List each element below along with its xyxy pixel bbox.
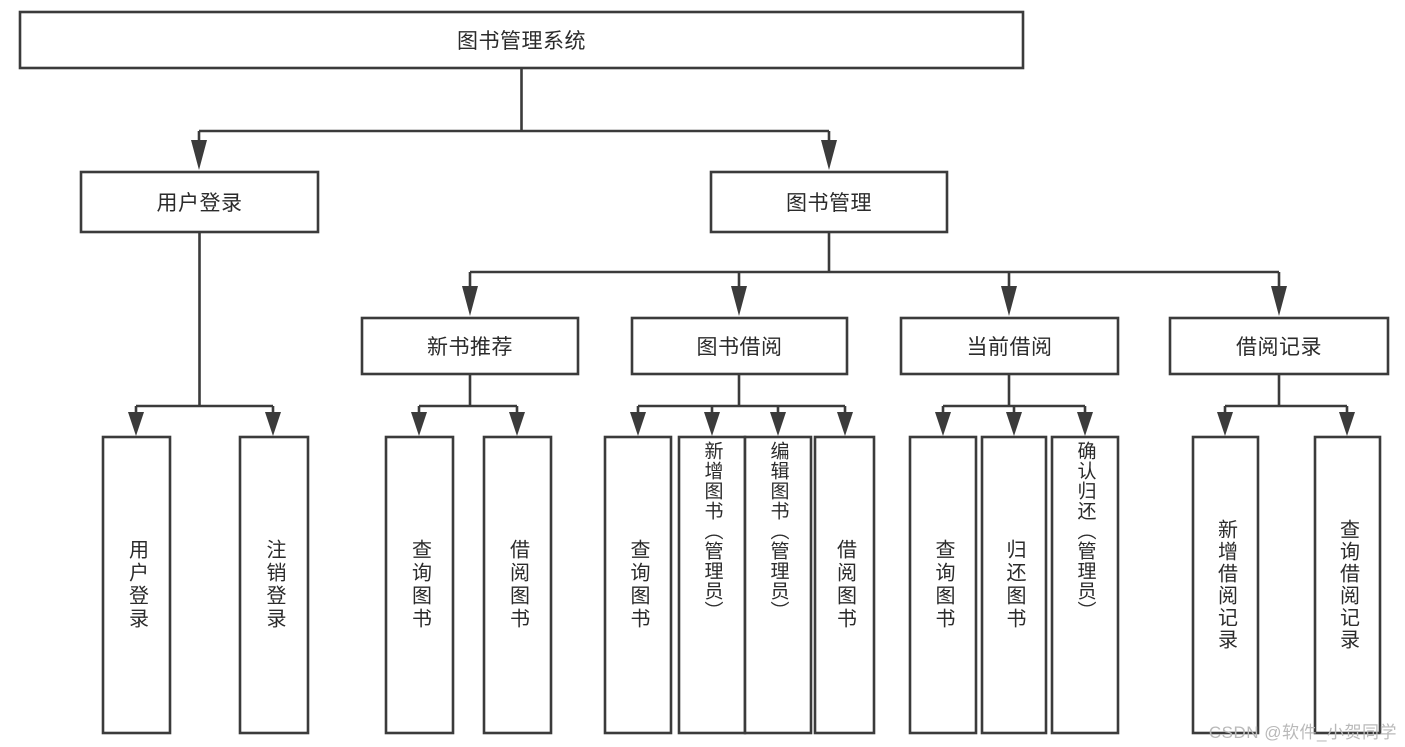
- arrow-bb-to-leaf-add-book: [704, 412, 720, 436]
- node-box-leaf-borrow-book-2[interactable]: [813, 435, 876, 735]
- arrow-root-to-book-manage: [821, 140, 837, 170]
- arrow-nbr-to-leaf-borrow-book-1: [509, 412, 525, 436]
- arrow-bm-to-current-borrow: [1001, 286, 1017, 316]
- edge-group-current-borrow: [935, 374, 1093, 436]
- csdn-watermark: CSDN @软件_小贺同学: [1208, 723, 1397, 742]
- arrow-bb-to-leaf-query-book-2: [630, 412, 646, 436]
- arrow-br-to-leaf-query-record: [1339, 412, 1355, 436]
- edge-group-borrow-record: [1217, 374, 1355, 436]
- arrow-ul-to-leaf-user-logout: [265, 412, 281, 436]
- node-box-leaf-user-logout[interactable]: [238, 435, 310, 735]
- node-box-new-book-rec[interactable]: [360, 316, 580, 376]
- edge-group-book-borrow: [630, 374, 853, 436]
- node-box-book-borrow[interactable]: [630, 316, 849, 376]
- node-box-leaf-confirm-return[interactable]: [1050, 435, 1120, 735]
- node-box-leaf-query-book-1[interactable]: [384, 435, 455, 735]
- arrow-br-to-leaf-add-record: [1217, 412, 1233, 436]
- arrow-cb-to-leaf-return-book: [1006, 412, 1022, 436]
- arrow-root-to-user-login: [191, 140, 207, 170]
- node-box-leaf-borrow-book-1[interactable]: [482, 435, 553, 735]
- edge-group-book-manage: [462, 232, 1287, 316]
- arrow-cb-to-leaf-query-book-3: [935, 412, 951, 436]
- node-box-leaf-add-book[interactable]: [677, 435, 747, 735]
- node-box-leaf-query-book-2[interactable]: [603, 435, 673, 735]
- arrow-bb-to-leaf-borrow-book-2: [837, 412, 853, 436]
- arrow-ul-to-leaf-user-login: [128, 412, 144, 436]
- node-box-borrow-record[interactable]: [1168, 316, 1390, 376]
- node-box-root[interactable]: [18, 10, 1025, 70]
- edge-group-user-login: [128, 232, 281, 436]
- node-box-current-borrow[interactable]: [899, 316, 1120, 376]
- edge-group-new-book-rec: [411, 374, 525, 436]
- node-box-leaf-add-record[interactable]: [1191, 435, 1260, 735]
- arrow-nbr-to-leaf-query-book-1: [411, 412, 427, 436]
- arrow-cb-to-leaf-confirm-return: [1077, 412, 1093, 436]
- node-box-leaf-user-login[interactable]: [101, 435, 172, 735]
- node-box-user-login[interactable]: [79, 170, 320, 234]
- node-box-leaf-edit-book[interactable]: [743, 435, 813, 735]
- arrow-bm-to-new-book-rec: [462, 286, 478, 316]
- arrow-bb-to-leaf-edit-book: [770, 412, 786, 436]
- node-box-leaf-return-book[interactable]: [980, 435, 1048, 735]
- arrow-bm-to-borrow-record: [1271, 286, 1287, 316]
- edge-group-root: [191, 68, 837, 170]
- node-box-leaf-query-book-3[interactable]: [908, 435, 978, 735]
- arrow-bm-to-book-borrow: [731, 286, 747, 316]
- node-box-book-manage[interactable]: [709, 170, 949, 234]
- node-box-leaf-query-record[interactable]: [1313, 435, 1382, 735]
